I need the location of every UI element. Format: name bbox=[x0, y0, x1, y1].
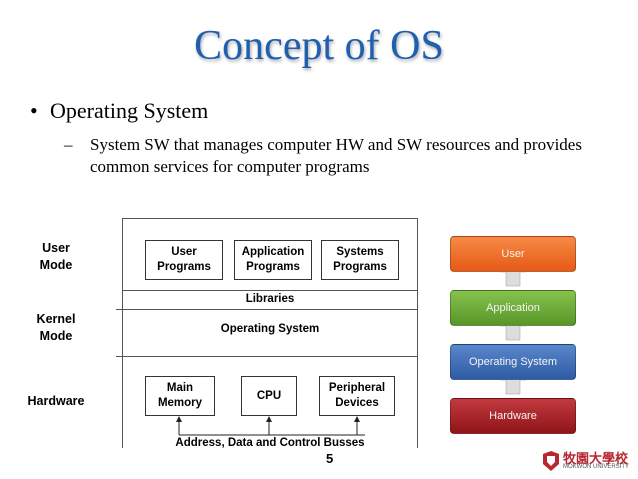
cpu-box: CPU bbox=[241, 376, 297, 416]
peripheral-devices-box: Peripheral Devices bbox=[319, 376, 395, 416]
slide-title: Concept of OS bbox=[194, 23, 444, 69]
logo-name: 牧園大學校 bbox=[563, 451, 629, 466]
busses-label: Address, Data and Control Busses bbox=[123, 437, 417, 449]
hardware-top-line bbox=[123, 356, 417, 357]
libraries-top-line bbox=[123, 290, 417, 291]
hardware-separator-tick bbox=[116, 356, 124, 357]
stack-application-layer: Application bbox=[450, 290, 576, 326]
bullet-dot-icon: • bbox=[30, 98, 38, 123]
kernel-separator-tick bbox=[116, 309, 124, 310]
hardware-mode-label: Hardware bbox=[27, 394, 85, 408]
main-memory-box: Main Memory bbox=[145, 376, 215, 416]
bullet-operating-system: • Operating System bbox=[30, 98, 208, 124]
logo-english: MOKWON UNIVERSITY bbox=[563, 464, 630, 470]
user-programs-box: User Programs bbox=[145, 240, 223, 280]
libraries-label: Libraries bbox=[245, 293, 295, 305]
stack-os-layer: Operating System bbox=[450, 344, 576, 380]
sub-bullet-dash: – bbox=[64, 135, 73, 154]
mokwon-emblem-icon bbox=[543, 451, 559, 471]
os-architecture-diagram: User Programs Application Programs Syste… bbox=[122, 218, 418, 449]
application-programs-box: Application Programs bbox=[234, 240, 312, 280]
page-number: 5 bbox=[326, 451, 334, 466]
systems-programs-box: Systems Programs bbox=[321, 240, 399, 280]
stack-hardware-layer: Hardware bbox=[450, 398, 576, 434]
stack-user-layer: User bbox=[450, 236, 576, 272]
sub-bullet-text: System SW that manages computer HW and S… bbox=[90, 135, 582, 176]
bus-lines bbox=[176, 416, 365, 436]
bullet-text: Operating System bbox=[50, 98, 209, 123]
sub-bullet: – System SW that manages computer HW and… bbox=[64, 134, 584, 178]
user-mode-label: User Mode bbox=[39, 241, 73, 272]
kernel-mode-label: Kernel Mode bbox=[36, 312, 76, 343]
operating-system-label: Operating System bbox=[220, 323, 320, 335]
libraries-bottom-line bbox=[123, 309, 417, 310]
